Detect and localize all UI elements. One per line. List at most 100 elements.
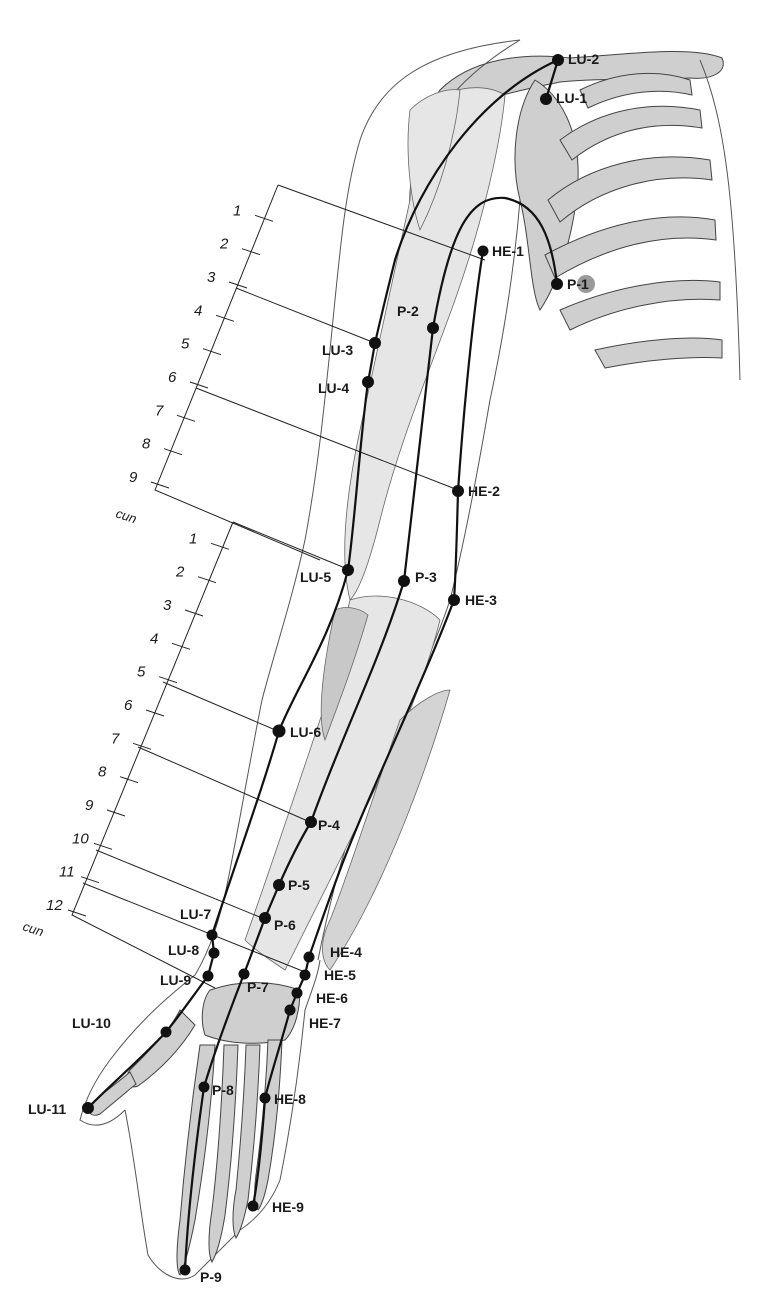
scale-upper-tick-2 [241, 248, 261, 256]
label-he4: HE-4 [330, 944, 362, 960]
label-lu1: LU-1 [556, 90, 587, 106]
scale-lower-tick-12 [67, 909, 87, 917]
point-lu9[interactable] [202, 970, 214, 982]
label-lu11: LU-11 [28, 1101, 66, 1117]
scale-lower-num-9: 9 [85, 797, 94, 814]
scale-upper-tick-3 [228, 281, 248, 289]
label-p2: P-2 [397, 303, 419, 319]
scale-upper-num-3: 3 [207, 269, 216, 286]
scale-lower-tick-7 [132, 742, 152, 750]
point-p1[interactable] [551, 278, 563, 290]
scale-upper-num-6: 6 [168, 369, 177, 386]
point-he2[interactable] [452, 485, 464, 497]
scale-upper-num-2: 2 [219, 236, 229, 253]
scale-upper-num-4: 4 [194, 302, 202, 319]
label-he1: HE-1 [492, 243, 524, 259]
pericardium-meridian-line [183, 196, 559, 1272]
scale-upper-tick-9 [150, 481, 170, 489]
scale-lower-frame [71, 521, 234, 989]
thumb-metacarpal [125, 1009, 196, 1088]
sternum-edge [699, 59, 741, 381]
point-p7[interactable] [238, 968, 250, 980]
scale-lower-num-11: 11 [59, 864, 75, 881]
label-he2: HE-2 [468, 483, 500, 499]
scale-lower-num-1: 1 [189, 530, 197, 547]
point-lu6[interactable] [272, 724, 286, 738]
scale-lower-num-8: 8 [98, 764, 107, 781]
point-p8[interactable] [198, 1081, 210, 1093]
point-p4[interactable] [305, 816, 317, 828]
point-he6[interactable] [291, 987, 303, 999]
scale-lower-unit: cun [21, 919, 46, 940]
hand-bones [88, 982, 301, 1276]
point-lu5[interactable] [342, 564, 354, 576]
acupuncture-points: LU-2 LU-1 HE-1 P-1 P-2 LU-3 LU-4 HE-2 LU… [28, 51, 599, 1285]
scale-lower-tick-8 [119, 776, 139, 784]
scale-upper-num-9: 9 [129, 469, 138, 486]
point-lu4[interactable] [362, 376, 374, 388]
scale-lower-rule-11 [82, 882, 306, 973]
point-he9[interactable] [247, 1200, 259, 1212]
scale-upper-tick-7 [176, 414, 196, 422]
label-p3: P-3 [415, 569, 437, 585]
point-he4[interactable] [303, 951, 315, 963]
point-lu7[interactable] [206, 929, 218, 941]
point-p5[interactable] [273, 879, 285, 891]
label-p4: P-4 [318, 817, 340, 833]
scale-lower-rule-10 [95, 849, 263, 919]
scale-upper-tick-1 [254, 214, 274, 222]
scale-lower-rule-5 [162, 681, 281, 733]
biceps [344, 87, 506, 601]
tendon-band [320, 607, 369, 742]
scale-lower-tick-6 [145, 709, 165, 717]
scale-lower-num-3: 3 [163, 597, 172, 614]
point-lu1[interactable] [540, 93, 552, 105]
label-p7: P-7 [247, 979, 269, 995]
meridians [86, 58, 560, 1272]
scale-lower-num-5: 5 [137, 664, 146, 681]
point-he1[interactable] [477, 245, 489, 257]
scale-upper-num-7: 7 [155, 402, 164, 419]
label-p6: P-6 [274, 917, 296, 933]
label-lu5: LU-5 [300, 569, 331, 585]
scale-upper-tick-5 [202, 348, 222, 356]
label-lu7: LU-7 [180, 906, 211, 922]
scale-upper-tick-6 [189, 381, 209, 389]
scale-lower-tick-1 [210, 542, 230, 550]
rib-1 [579, 73, 693, 109]
point-p3[interactable] [398, 575, 410, 587]
point-lu10[interactable] [160, 1026, 172, 1038]
point-lu2[interactable] [552, 54, 564, 66]
point-he8[interactable] [259, 1092, 271, 1104]
point-lu8[interactable] [208, 947, 220, 959]
rib-4 [544, 216, 717, 279]
heart-meridian-line [251, 249, 485, 1208]
scale-lower-tick-5 [158, 676, 178, 684]
label-he8: HE-8 [274, 1091, 306, 1107]
point-he5[interactable] [299, 969, 311, 981]
muscles [244, 87, 506, 971]
label-he7: HE-7 [309, 1015, 341, 1031]
point-he7[interactable] [284, 1004, 296, 1016]
upper-arm-outer [227, 39, 521, 881]
point-p6[interactable] [259, 912, 271, 924]
label-lu6: LU-6 [290, 724, 321, 740]
p1-marker-shade [577, 275, 595, 293]
ring-finger [232, 1044, 261, 1239]
point-lu11[interactable] [82, 1102, 94, 1114]
scale-lower-num-12: 12 [46, 897, 63, 914]
rib-2 [559, 105, 703, 161]
scale-lower-tick-10 [93, 842, 113, 850]
scale-upper-num-1: 1 [233, 202, 241, 219]
scale-upper-frame [154, 184, 321, 561]
label-lu8: LU-8 [168, 942, 199, 958]
point-he3[interactable] [448, 594, 460, 606]
label-he6: HE-6 [316, 990, 348, 1006]
point-lu3[interactable] [369, 337, 381, 349]
scale-upper-num-8: 8 [142, 436, 151, 453]
point-p2[interactable] [427, 322, 439, 334]
scale-upper-tick-8 [163, 448, 183, 456]
point-p9[interactable] [179, 1264, 191, 1276]
scale-upper-unit: cun [114, 506, 139, 527]
